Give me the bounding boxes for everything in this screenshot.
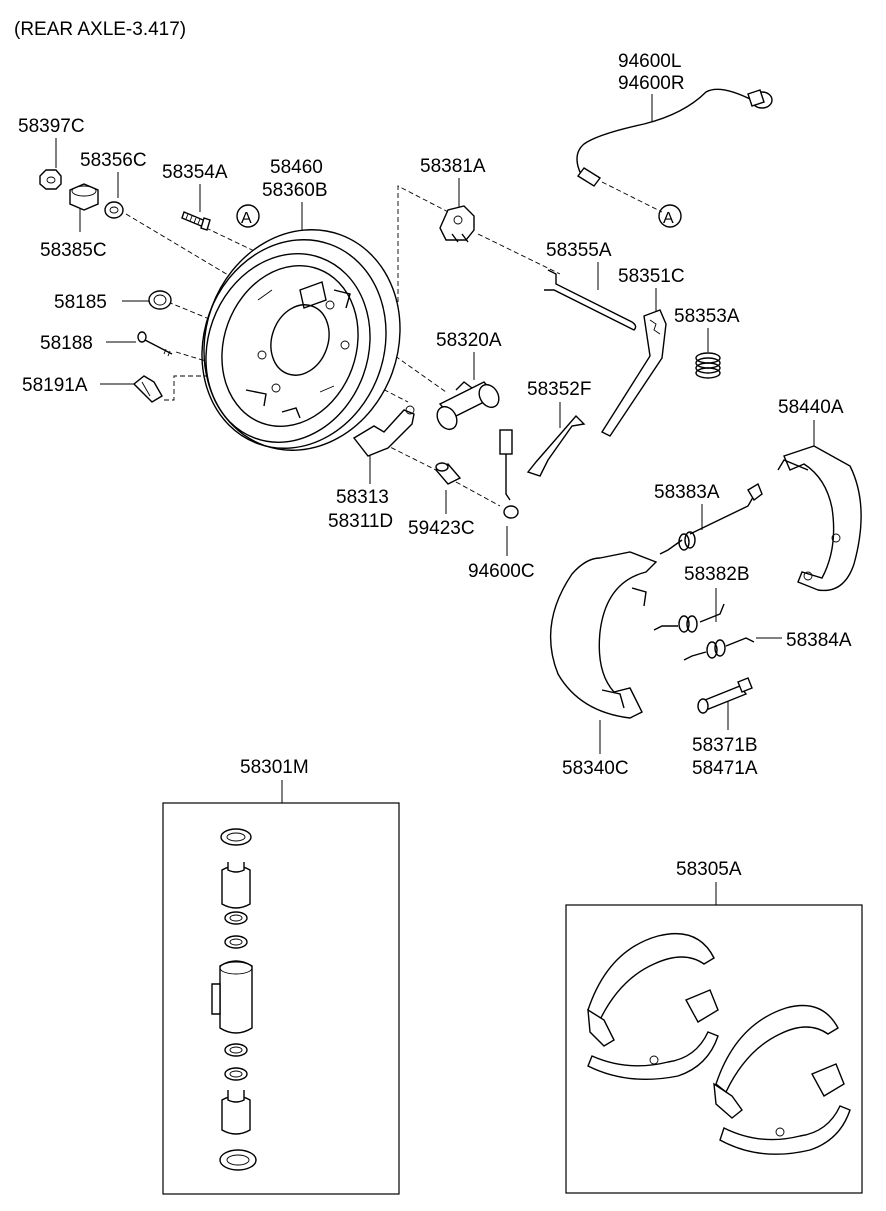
parking-lever-58351C <box>600 309 667 437</box>
label-58381A: 58381A <box>420 156 486 177</box>
svg-text:A: A <box>663 210 674 227</box>
sensor-94600C <box>499 429 519 519</box>
label-58385C: 58385C <box>40 240 107 261</box>
label-58360B: 58360B <box>262 180 328 201</box>
label-58471A: 58471A <box>692 758 758 779</box>
label-58340C: 58340C <box>562 758 629 779</box>
bushing-58385C <box>69 183 99 211</box>
kit-box-58305A <box>565 904 863 1194</box>
strut-58352F <box>526 414 586 477</box>
label-94600C: 94600C <box>468 561 535 582</box>
spring-58353A <box>695 352 721 379</box>
pin-59423C <box>434 462 462 485</box>
clip-58191A <box>132 375 163 403</box>
washer-58356C <box>104 201 124 219</box>
label-58397C: 58397C <box>18 116 85 137</box>
label-58305A: 58305A <box>676 859 742 880</box>
leader-lines <box>55 94 815 905</box>
label-58191A: 58191A <box>22 375 88 396</box>
spring-58382B <box>653 603 725 633</box>
lever-bracket-58381A <box>439 205 475 243</box>
kit-58301M-components <box>211 828 257 1171</box>
kit-58305A-components <box>587 932 851 1155</box>
screw-58188 <box>137 331 173 357</box>
brake-drum-58460 <box>201 229 401 451</box>
bolt-58354A <box>181 211 211 231</box>
svg-text:A: A <box>241 210 252 227</box>
label-58371B: 58371B <box>692 735 758 756</box>
sensor-cable-94600 <box>576 88 773 187</box>
label-58188: 58188 <box>40 333 93 354</box>
kit-box-58301M <box>162 802 400 1195</box>
label-58382B: 58382B <box>684 564 750 585</box>
callout-a-sensor: A <box>658 204 682 228</box>
callout-a-backplate: A <box>236 204 260 228</box>
nut-58397C <box>39 169 62 190</box>
cap-58185 <box>148 290 172 310</box>
brake-shoe-58340C <box>549 551 658 719</box>
label-58353A: 58353A <box>674 306 740 327</box>
label-58320A: 58320A <box>436 330 502 351</box>
spring-58384A <box>683 637 755 661</box>
label-59423C: 59423C <box>408 518 475 539</box>
brake-shoe-58440A <box>777 445 862 592</box>
label-58356C: 58356C <box>80 150 147 171</box>
label-58311D: 58311D <box>328 511 393 532</box>
label-58460: 58460 <box>270 157 323 178</box>
label-58383A: 58383A <box>654 482 720 503</box>
link-58313 <box>352 405 415 457</box>
rod-58355A <box>544 269 637 331</box>
label-94600L: 94600L <box>618 51 681 72</box>
label-58313: 58313 <box>336 487 389 508</box>
spring-58383A <box>659 482 763 555</box>
label-58384A: 58384A <box>786 630 852 651</box>
label-58301M: 58301M <box>240 757 309 778</box>
diagram-title: (REAR AXLE-3.417) <box>14 19 186 40</box>
label-58440A: 58440A <box>778 397 844 418</box>
pin-set-58371B <box>697 677 753 714</box>
label-58352F: 58352F <box>527 379 591 400</box>
label-58354A: 58354A <box>162 162 228 183</box>
label-58351C: 58351C <box>618 266 685 287</box>
wheel-cylinder-58320A <box>436 381 500 431</box>
label-94600R: 94600R <box>618 73 685 94</box>
label-58355A: 58355A <box>546 240 612 261</box>
label-58185: 58185 <box>54 292 107 313</box>
